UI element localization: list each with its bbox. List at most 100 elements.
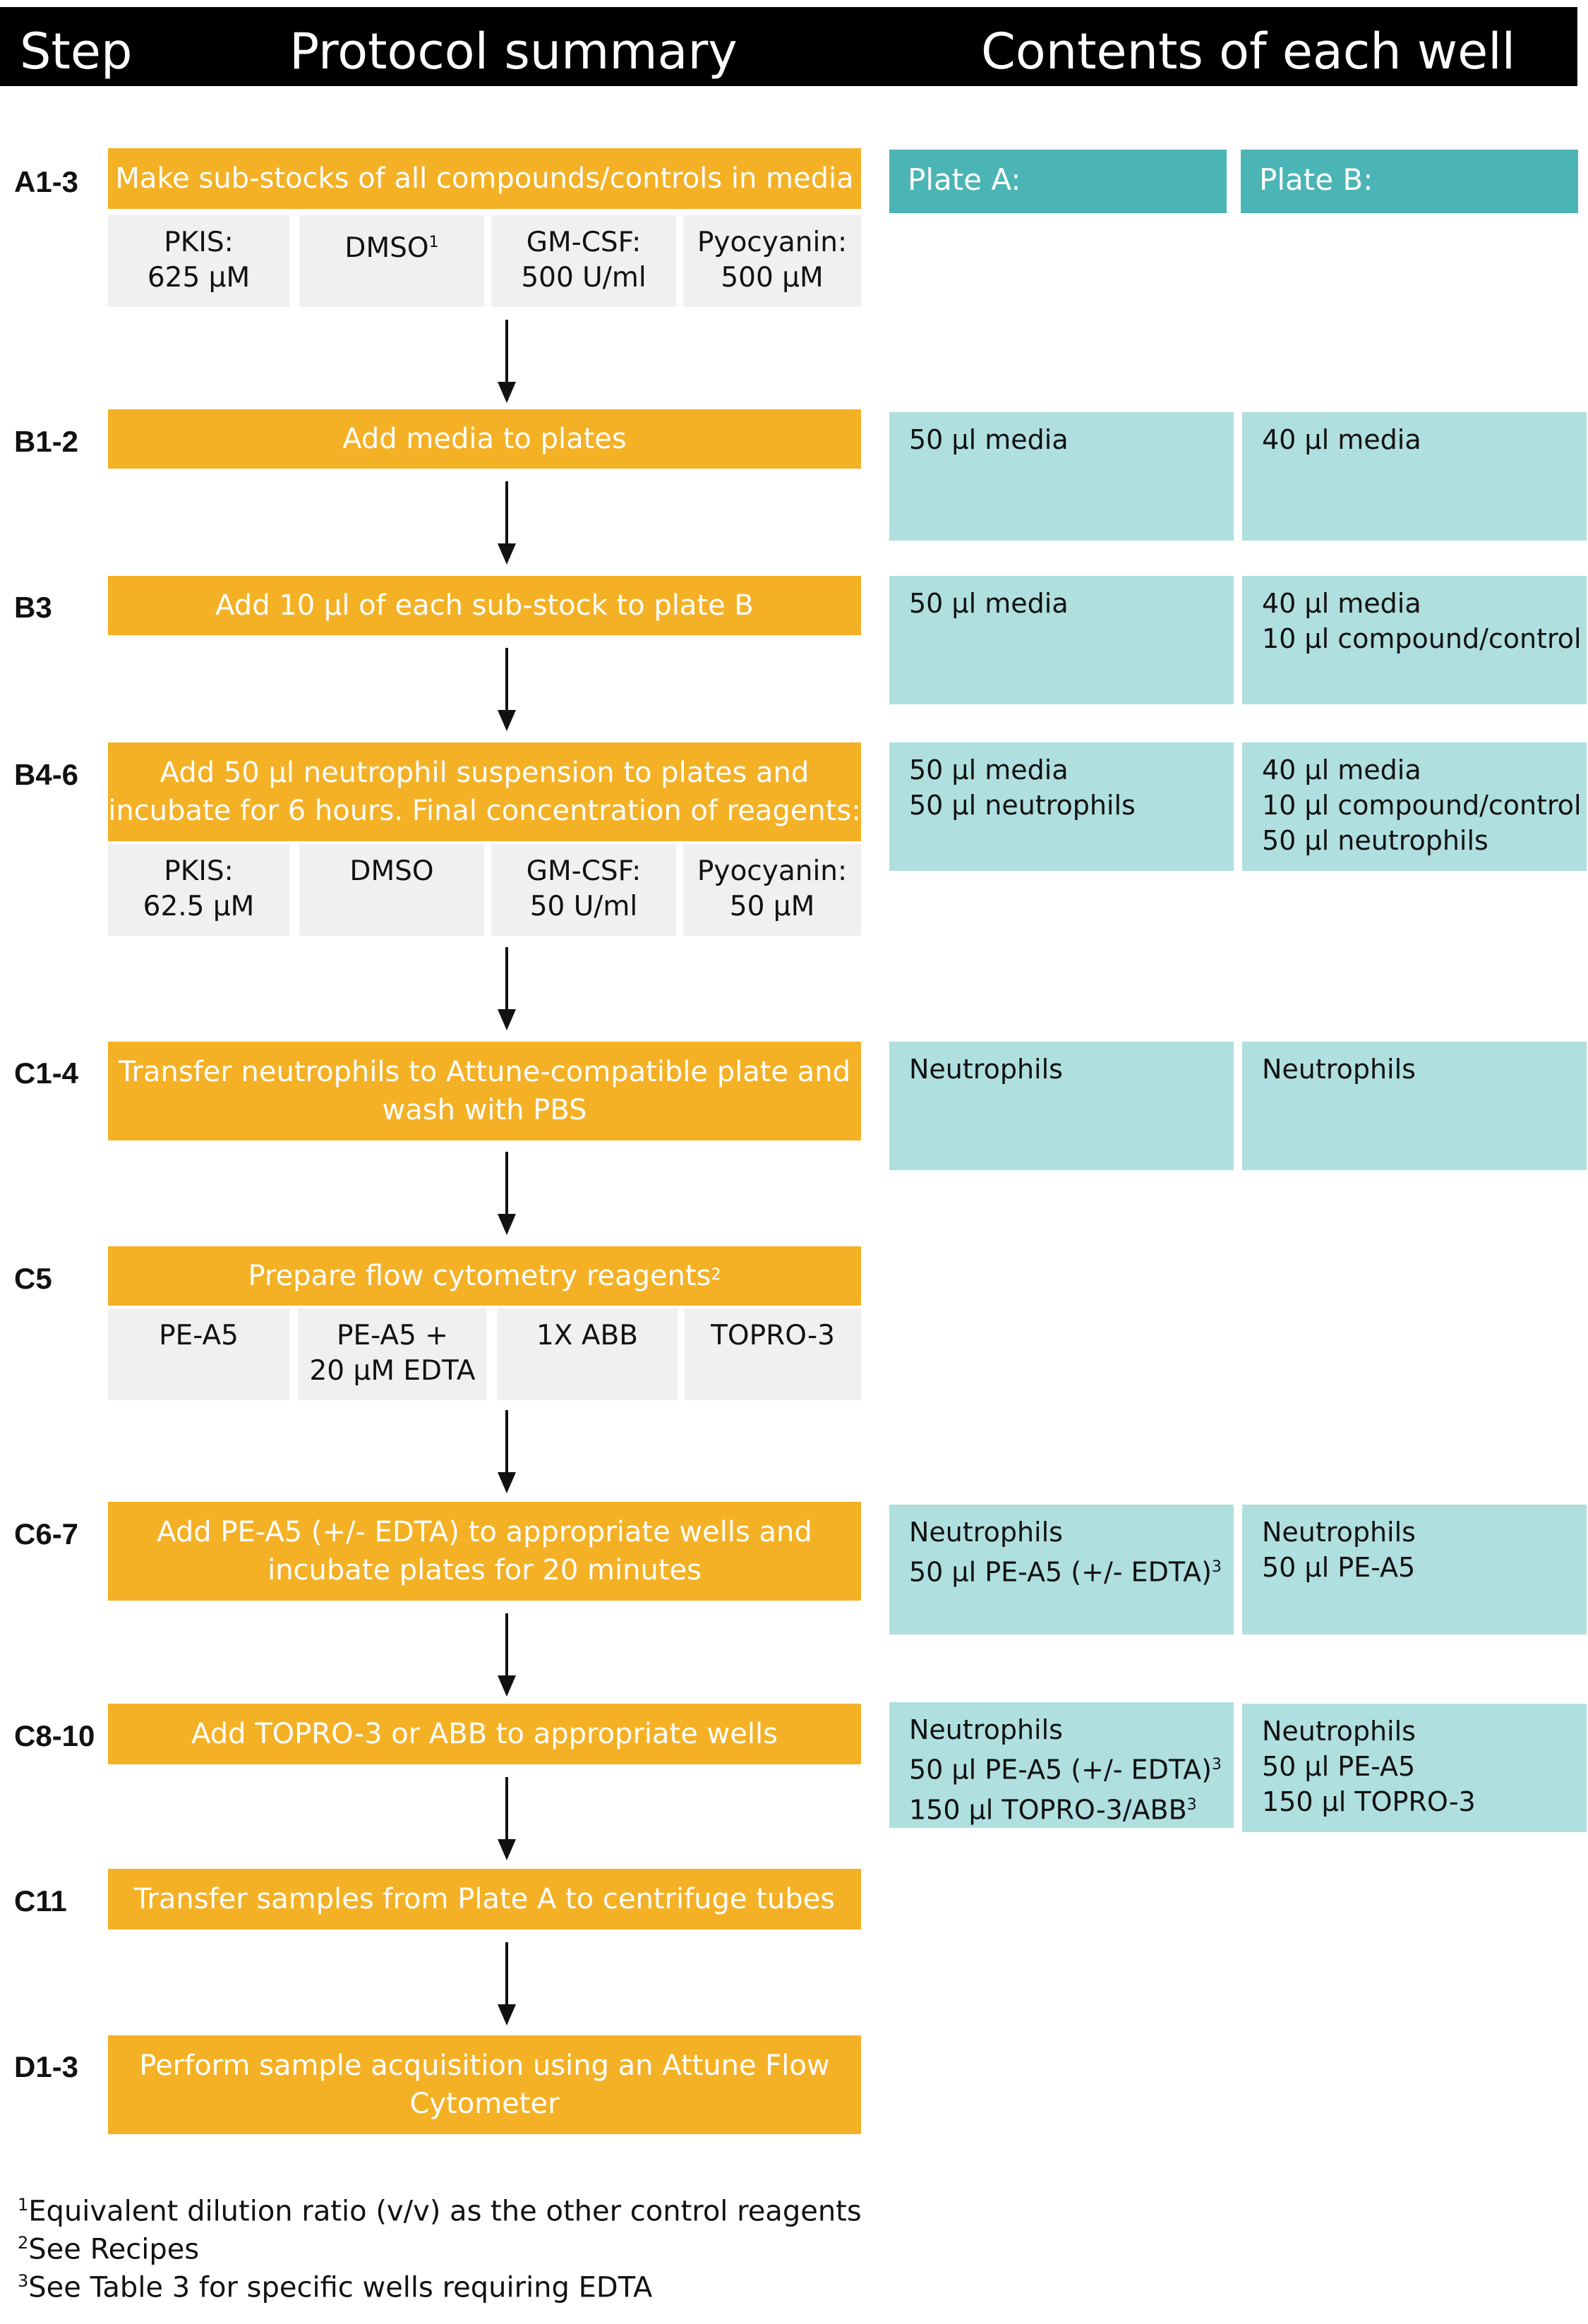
reagent-conc: 500 µM <box>721 262 824 294</box>
well-content-line: Neutrophils <box>909 1714 1063 1745</box>
reagent-name: DMSO <box>349 855 434 887</box>
reagent-conc: 50 µM <box>729 891 815 922</box>
action-line: Perform sample acquisition using an Attu… <box>139 2049 830 2082</box>
action-line: wash with PBS <box>382 1094 587 1126</box>
footnote-ref: 3 <box>1211 1558 1222 1576</box>
plate-a-contents-c8-10: Neutrophils 50 µl PE-A5 (+/- EDTA)3 150 … <box>889 1702 1234 1828</box>
footnote-number: 2 <box>18 2233 29 2253</box>
reagent-dmso-substock: DMSO1 <box>299 215 484 307</box>
plate-b-contents-c6-7: Neutrophils 50 µl PE-A5 <box>1242 1505 1587 1634</box>
footnote-number: 1 <box>18 2195 29 2215</box>
reagent-name: PKIS: <box>164 855 234 887</box>
plate-b-contents-b4-6: 40 µl media 10 µl compound/control 50 µl… <box>1242 742 1587 871</box>
header-bar: Step Protocol summary Contents of each w… <box>0 7 1577 86</box>
reagent-pyocyanin-substock: Pyocyanin: 500 µM <box>683 215 861 307</box>
footnote-ref: 3 <box>1186 1795 1197 1814</box>
well-content-line: 50 µl neutrophils <box>1262 825 1488 856</box>
action-line: Transfer neutrophils to Attune-compatibl… <box>119 1056 850 1088</box>
reagent-topro-3: TOPRO-3 <box>685 1308 861 1400</box>
flow-arrow <box>498 1410 516 1493</box>
well-content-line: 50 µl PE-A5 (+/- EDTA)3 <box>909 1550 1234 1590</box>
well-content-line: Neutrophils <box>909 1517 1063 1548</box>
reagent-conc: 62.5 µM <box>143 891 255 922</box>
step-label-c8-10: C8-10 <box>14 1719 95 1752</box>
plate-b-contents-c1-4: Neutrophils <box>1242 1042 1587 1170</box>
reagent-pyocyanin-final: Pyocyanin: 50 µM <box>683 844 861 936</box>
reagent-name: Pyocyanin: <box>697 227 848 258</box>
well-content-text: 50 µl PE-A5 (+/- EDTA) <box>909 1556 1212 1588</box>
step-label-a1-3: A1-3 <box>14 165 79 198</box>
step-a1-3-action: Make sub-stocks of all compounds/control… <box>108 148 861 209</box>
reagent-pe-a5-edta: PE-A5 + 20 µM EDTA <box>298 1308 487 1400</box>
well-content-line: 50 µl media <box>909 588 1069 619</box>
plate-a-contents-b3: 50 µl media <box>889 576 1234 704</box>
plate-a-contents-b1-2: 50 µl media <box>889 412 1234 541</box>
header-protocol-summary: Protocol summary <box>289 23 738 80</box>
step-c11-action: Transfer samples from Plate A to centrif… <box>108 1869 861 1929</box>
step-label-c1-4: C1-4 <box>14 1056 79 1090</box>
well-content-line: 150 µl TOPRO-3 <box>1262 1786 1476 1817</box>
footnote-1: 1Equivalent dilution ratio (v/v) as the … <box>18 2195 862 2227</box>
well-content-line: 10 µl compound/control <box>1262 790 1582 821</box>
well-content-line: 50 µl neutrophils <box>909 790 1136 821</box>
flow-arrow <box>498 481 516 565</box>
plate-a-contents-b4-6: 50 µl media 50 µl neutrophils <box>889 742 1234 871</box>
plate-a-contents-c1-4: Neutrophils <box>889 1042 1234 1170</box>
step-c1-4-action: Transfer neutrophils to Attune-compatibl… <box>108 1042 861 1140</box>
well-content-text: 50 µl PE-A5 (+/- EDTA) <box>909 1754 1212 1786</box>
reagent-dmso-final: DMSO <box>299 844 484 936</box>
header-step: Step <box>20 23 133 80</box>
well-content-line: 10 µl compound/control <box>1262 623 1582 654</box>
flow-arrow <box>498 1942 516 2025</box>
reagent-gmcsf-substock: GM-CSF: 500 U/ml <box>491 215 676 307</box>
well-content-line: Neutrophils <box>1262 1716 1416 1747</box>
flow-arrow <box>498 1152 516 1235</box>
action-line: Add PE-A5 (+/- EDTA) to appropriate well… <box>157 1516 812 1548</box>
step-label-b1-2: B1-2 <box>14 425 79 458</box>
action-line: Add 50 µl neutrophil suspension to plate… <box>160 757 810 789</box>
well-content-line: 150 µl TOPRO-3/ABB3 <box>909 1788 1234 1828</box>
flow-arrow <box>498 947 516 1030</box>
step-label-c11: C11 <box>14 1884 67 1917</box>
plate-a-contents-c6-7: Neutrophils 50 µl PE-A5 (+/- EDTA)3 <box>889 1505 1234 1634</box>
reagent-abb: 1X ABB <box>497 1308 678 1400</box>
step-d1-3-action: Perform sample acquisition using an Attu… <box>108 2035 861 2134</box>
plate-b-contents-c8-10: Neutrophils 50 µl PE-A5 150 µl TOPRO-3 <box>1242 1704 1587 1832</box>
flow-arrow <box>498 1777 516 1860</box>
reagent-name: TOPRO-3 <box>711 1320 835 1351</box>
action-line: Cytometer <box>409 2088 560 2120</box>
reagent-pkis-final: PKIS: 62.5 µM <box>108 844 289 936</box>
plate-a-header: Plate A: <box>889 150 1227 213</box>
well-content-line: 40 µl media <box>1262 754 1421 785</box>
footnote-2: 2See Recipes <box>18 2233 199 2265</box>
plate-b-header: Plate B: <box>1241 150 1578 213</box>
reagent-name: PKIS: <box>164 227 234 258</box>
well-content-line: 50 µl PE-A5 <box>1262 1552 1416 1583</box>
well-content-text: 150 µl TOPRO-3/ABB <box>909 1794 1187 1826</box>
footnote-ref: 1 <box>428 234 439 251</box>
step-label-c6-7: C6-7 <box>14 1517 79 1551</box>
reagent-gmcsf-final: GM-CSF: 50 U/ml <box>491 844 676 936</box>
well-content-line: 40 µl media <box>1262 424 1421 455</box>
well-content-line: Neutrophils <box>1262 1517 1416 1548</box>
well-content-line: 40 µl media <box>1262 588 1421 619</box>
action-line: incubate plates for 20 minutes <box>267 1554 702 1587</box>
plate-b-contents-b3: 40 µl media 10 µl compound/control <box>1242 576 1587 704</box>
footnote-number: 3 <box>18 2271 29 2291</box>
reagent-name: PE-A5 + <box>337 1320 448 1351</box>
step-label-c5: C5 <box>14 1262 52 1295</box>
reagent-name: PE-A5 <box>159 1320 239 1351</box>
footnote-3: 3See Table 3 for specific wells requirin… <box>18 2271 652 2304</box>
well-content-line: 50 µl media <box>909 424 1069 455</box>
reagent-conc: 625 µM <box>147 262 251 294</box>
footnote-ref: 3 <box>1211 1756 1222 1774</box>
footnote-text: See Table 3 for specific wells requiring… <box>28 2271 653 2304</box>
footnote-ref: 2 <box>711 1266 721 1284</box>
step-label-b3: B3 <box>14 591 52 624</box>
reagent-name: 1X ABB <box>536 1320 639 1351</box>
flow-arrow <box>498 648 516 731</box>
well-content-line: 50 µl PE-A5 <box>1262 1751 1416 1782</box>
footnote-text: See Recipes <box>28 2233 200 2266</box>
reagent-conc: 20 µM EDTA <box>309 1355 476 1387</box>
